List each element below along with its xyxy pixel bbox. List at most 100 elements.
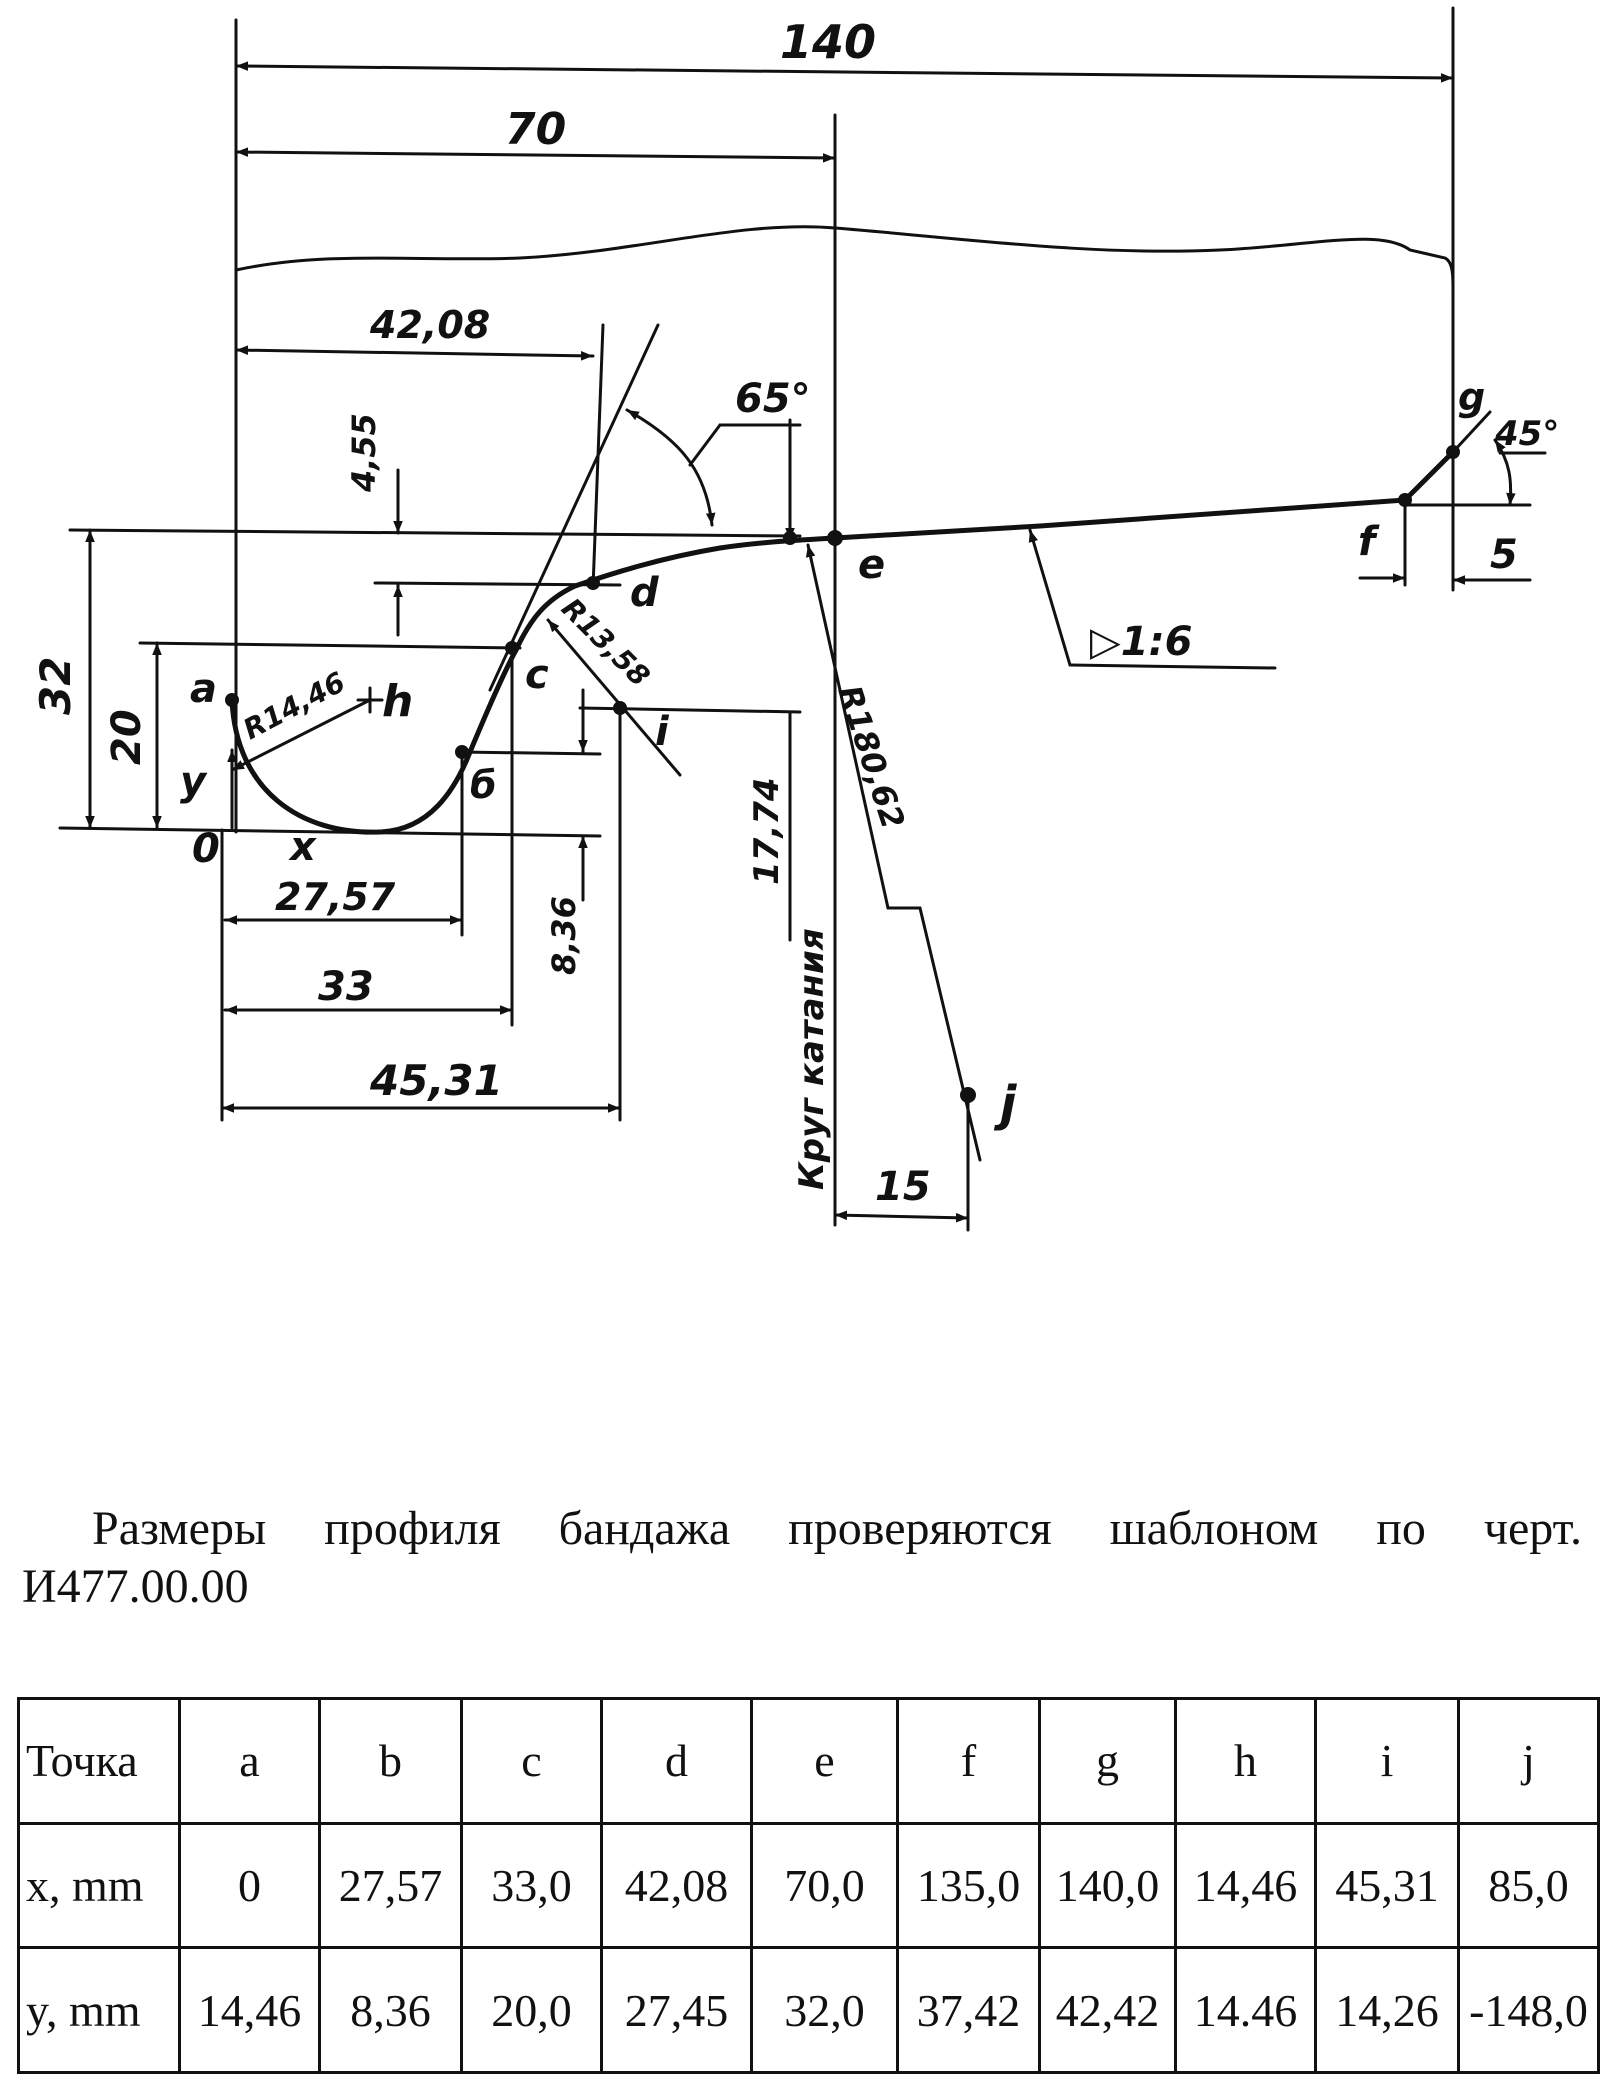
radius-line-h xyxy=(230,698,372,772)
table-row-x: x, mm 0 27,57 33,0 42,08 70,0 135,0 140,… xyxy=(17,1821,1600,1950)
table-cell: 0 xyxy=(178,1821,321,1950)
point-label-e: e xyxy=(858,542,885,588)
table-cell: 14,46 xyxy=(178,1946,321,2074)
profile-drawing-svg: 140 70 42,08 4,55 65° 32 20 R14,46 R13,5… xyxy=(31,6,1559,1232)
dim-label-140: 140 xyxy=(780,15,876,69)
table-cell: 42,08 xyxy=(600,1821,753,1950)
taper-leader xyxy=(1028,528,1072,667)
level-line-c xyxy=(138,641,522,650)
table-cell: 8,36 xyxy=(318,1946,463,2074)
dim-label-15: 15 xyxy=(875,1164,931,1210)
table-cell: 37,42 xyxy=(896,1946,1041,2074)
table-cell: e xyxy=(750,1697,899,1825)
table-cell: 140,0 xyxy=(1038,1821,1177,1950)
profile-curve xyxy=(229,449,1456,835)
caption-line-1: Размеры профиля бандажа проверяются шабл… xyxy=(92,1502,1582,1555)
table-cell: 135,0 xyxy=(896,1821,1041,1950)
point-label-origin: 0 xyxy=(192,826,220,872)
dim-label-4-55: 4,55 xyxy=(345,413,383,493)
table-cell: 70,0 xyxy=(750,1821,899,1950)
base-line xyxy=(58,826,602,838)
break-line xyxy=(234,225,1455,292)
dim-label-8-36: 8,36 xyxy=(545,896,583,975)
angle-arc-65 xyxy=(625,408,716,527)
dim-label-42-08: 42,08 xyxy=(369,303,490,347)
dim-label-17-74: 17,74 xyxy=(747,777,787,885)
i-level-line xyxy=(578,706,802,714)
angle-label-45: 45° xyxy=(1494,414,1559,454)
profile-drawing: 140 70 42,08 4,55 65° 32 20 R14,46 R13,5… xyxy=(31,6,1559,1232)
level-line-b xyxy=(458,750,602,756)
table-cell: b xyxy=(318,1697,463,1825)
table-cell: 32,0 xyxy=(750,1946,899,2074)
table-cell: i xyxy=(1314,1697,1460,1825)
point-label-d: d xyxy=(630,570,659,616)
taper-shelf xyxy=(1068,663,1277,670)
point-label-c: c xyxy=(525,652,549,698)
table-cell: 85,0 xyxy=(1457,1821,1600,1950)
level-line-e xyxy=(68,528,802,538)
table-cell: Точка xyxy=(17,1697,181,1825)
table-cell: a xyxy=(178,1697,321,1825)
point-label-i: i xyxy=(655,709,670,755)
dim-line-15 xyxy=(833,1210,970,1223)
table-row-y: y, mm 14,46 8,36 20,0 27,45 32,0 37,42 4… xyxy=(17,1946,1600,2074)
table-cell: 45,31 xyxy=(1314,1821,1460,1950)
table-cell: 27,57 xyxy=(318,1821,463,1950)
table-cell: c xyxy=(460,1697,603,1825)
dim-line-70 xyxy=(234,147,837,163)
point-label-j: j xyxy=(993,1076,1017,1132)
table-cell: d xyxy=(600,1697,753,1825)
point-label-b: б xyxy=(470,763,497,807)
dim-label-45-31: 45,31 xyxy=(369,1056,503,1105)
point-label-h: h xyxy=(382,676,413,727)
table-header-row: Точка a b c d e f g h i j xyxy=(17,1697,1600,1825)
points-table: Точка a b c d e f g h i j x, mm 0 27,57 … xyxy=(17,1697,1600,2074)
leader-65 xyxy=(688,423,722,467)
table-cell: 14,46 xyxy=(1174,1821,1317,1950)
tangent-line xyxy=(488,323,660,692)
table-cell: x, mm xyxy=(17,1821,181,1950)
point-j-marker xyxy=(960,1087,976,1103)
caption: Размеры профиля бандажа проверяются шабл… xyxy=(22,1500,1582,1616)
radius-line-j xyxy=(805,543,890,910)
dim-label-32: 32 xyxy=(31,657,80,715)
dim-line-42-08 xyxy=(234,345,595,361)
table-cell: 33,0 xyxy=(460,1821,603,1950)
taper-label: ▷1:6 xyxy=(1090,619,1192,665)
table-cell: 27,45 xyxy=(600,1946,753,2074)
dim-label-27-57: 27,57 xyxy=(275,875,396,919)
table-cell: -148,0 xyxy=(1457,1946,1600,2074)
dim-label-5: 5 xyxy=(1490,532,1518,578)
point-label-g: g xyxy=(1458,375,1485,419)
angle-arc-45 xyxy=(1493,438,1516,507)
contact-point-marker xyxy=(783,531,797,545)
table-cell: j xyxy=(1457,1697,1600,1825)
table-cell: g xyxy=(1038,1697,1177,1825)
angle-label-65: 65° xyxy=(735,376,811,422)
point-e-marker xyxy=(827,530,843,546)
point-b-marker xyxy=(455,745,469,759)
point-d-marker xyxy=(586,576,600,590)
chamfer-extension xyxy=(1451,410,1492,454)
point-a-marker xyxy=(225,693,239,707)
table-cell: 14.46 xyxy=(1174,1946,1317,2074)
table-cell: y, mm xyxy=(17,1946,181,2074)
radius-label-j: R180,62 xyxy=(830,681,912,834)
table-cell: 20,0 xyxy=(460,1946,603,2074)
point-g-marker xyxy=(1446,445,1460,459)
point-label-a: a xyxy=(190,666,217,712)
point-i-marker xyxy=(613,701,627,715)
table-cell: 42,42 xyxy=(1038,1946,1177,2074)
point-label-y: y xyxy=(180,759,208,805)
point-label-f: f xyxy=(1358,519,1380,565)
radius-line-i xyxy=(546,618,682,777)
radius-label-h: R14,46 xyxy=(238,665,351,746)
table-cell: f xyxy=(896,1697,1041,1825)
dim-label-20: 20 xyxy=(104,709,150,765)
dim-label-70: 70 xyxy=(505,104,566,155)
point-label-x: x xyxy=(288,824,317,870)
rolling-circle-label: Круг катания xyxy=(792,928,832,1190)
table-cell: h xyxy=(1174,1697,1317,1825)
caption-line-2: И477.00.00 xyxy=(22,1560,249,1613)
